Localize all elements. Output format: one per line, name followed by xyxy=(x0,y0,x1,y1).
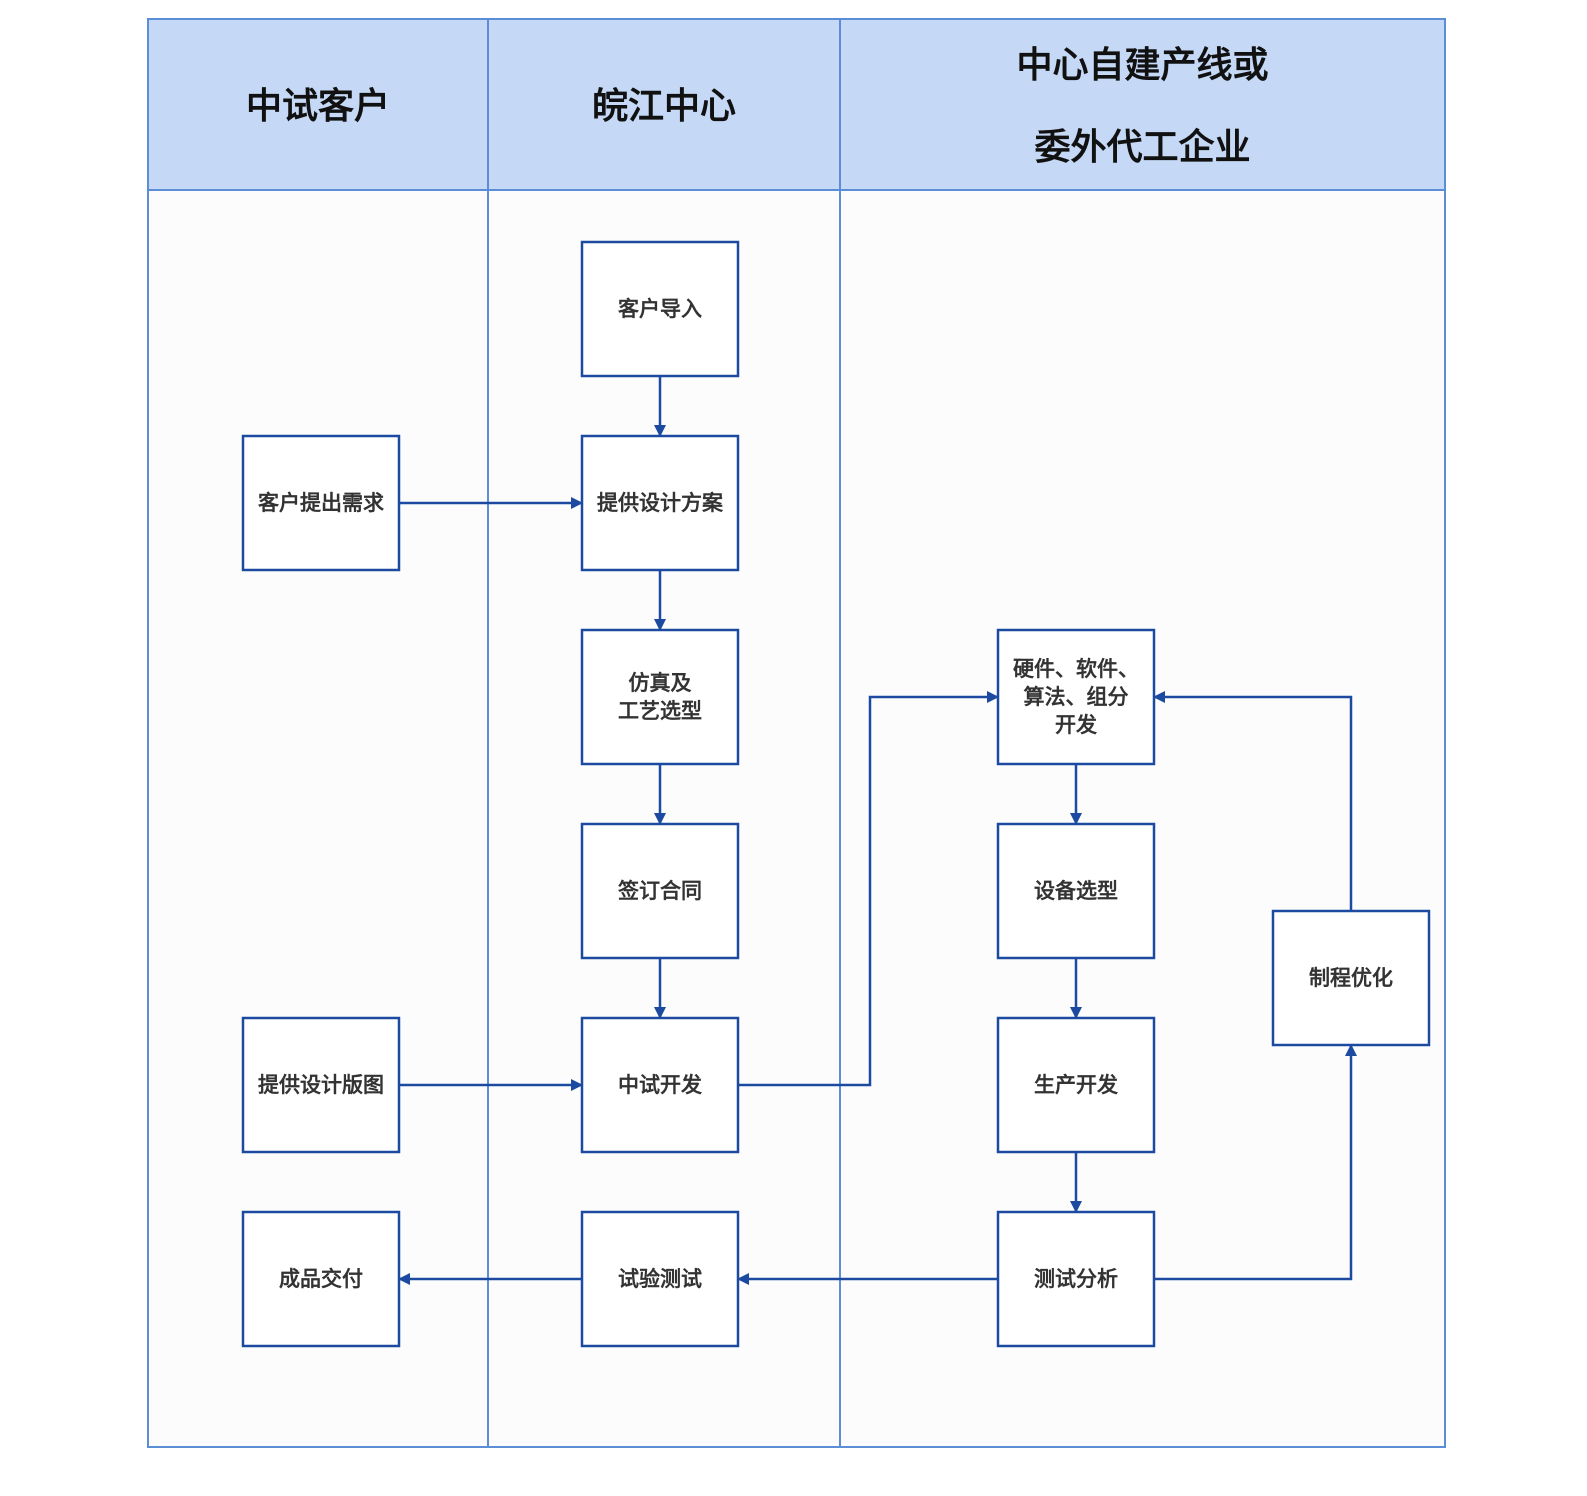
node-box xyxy=(580,434,740,572)
node-box xyxy=(580,628,740,766)
node-test-analysis: 测试分析 xyxy=(996,1210,1156,1348)
arrow-test-analysis-to-process-optimization xyxy=(1154,1044,1357,1281)
node-box xyxy=(580,240,740,378)
node-label: 测试分析 xyxy=(1034,1267,1118,1291)
lanes-border xyxy=(147,18,1446,1448)
node-box xyxy=(580,1210,740,1348)
node-label: 设备选型 xyxy=(1034,879,1118,903)
lane-title-partner: 中心自建产线或 xyxy=(1016,45,1268,86)
node-label: 开发 xyxy=(1055,713,1098,737)
node-label: 签订合同 xyxy=(617,879,702,903)
node-box xyxy=(996,1016,1156,1154)
node-label: 制程优化 xyxy=(1309,966,1393,990)
node-box xyxy=(241,434,401,572)
node-customer-import: 客户导入 xyxy=(580,240,740,378)
node-box xyxy=(996,822,1156,960)
node-box xyxy=(996,628,1156,766)
lane-title-client: 中试客户 xyxy=(246,86,390,127)
node-box xyxy=(580,822,740,960)
lane-title-center: 皖江中心 xyxy=(592,86,736,127)
node-customer-request: 客户提出需求 xyxy=(241,434,401,572)
node-product-delivery: 成品交付 xyxy=(241,1210,401,1348)
node-equipment-selection: 设备选型 xyxy=(996,822,1156,960)
node-label: 成品交付 xyxy=(279,1267,363,1291)
node-design-proposal: 提供设计方案 xyxy=(580,434,740,572)
node-box xyxy=(580,1016,740,1154)
node-experimental-testing: 试验测试 xyxy=(580,1210,740,1348)
arrow-pilot-development-to-hw-sw-dev xyxy=(738,691,999,1087)
node-label: 硬件、软件、 xyxy=(1013,657,1139,681)
node-sign-contract: 签订合同 xyxy=(580,822,740,960)
node-label: 中试开发 xyxy=(618,1073,703,1097)
lanes-header xyxy=(148,19,1445,190)
node-label: 客户导入 xyxy=(618,297,702,321)
node-label: 提供设计版图 xyxy=(258,1073,384,1097)
node-pilot-development: 中试开发 xyxy=(580,1016,740,1154)
node-label: 仿真及 xyxy=(629,671,693,695)
arrow-process-optimization-to-hw-sw-dev xyxy=(1153,691,1353,911)
node-label: 工艺选型 xyxy=(618,699,702,723)
node-label: 提供设计方案 xyxy=(597,491,724,515)
node-label: 客户提出需求 xyxy=(258,491,384,515)
node-label: 算法、组分 xyxy=(1024,685,1129,709)
node-box xyxy=(1271,909,1431,1047)
node-process-optimization: 制程优化 xyxy=(1271,909,1431,1047)
node-box xyxy=(996,1210,1156,1348)
node-label: 试验测试 xyxy=(618,1267,702,1291)
node-box xyxy=(241,1016,401,1154)
lane-title-partner: 委外代工企业 xyxy=(1034,126,1250,168)
node-label: 生产开发 xyxy=(1034,1073,1119,1097)
node-box xyxy=(241,1210,401,1348)
node-production-development: 生产开发 xyxy=(996,1016,1156,1154)
node-provide-layout: 提供设计版图 xyxy=(241,1016,401,1154)
